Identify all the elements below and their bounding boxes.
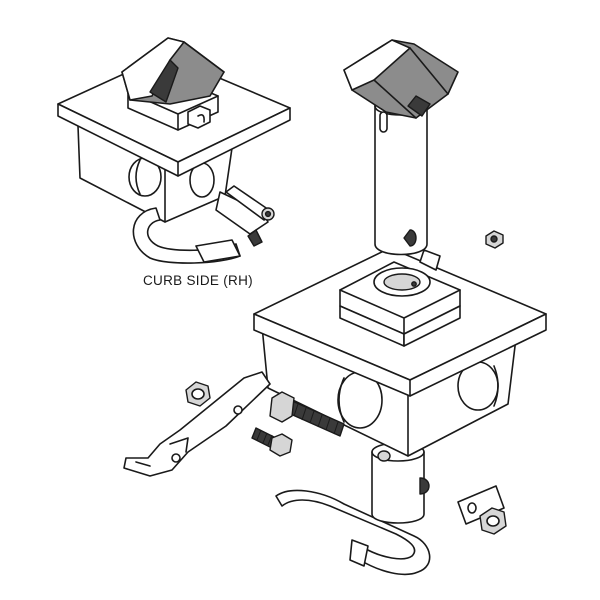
curb-side-assembly — [57, 37, 291, 264]
linkage-bracket — [123, 371, 271, 477]
main-assembly — [253, 39, 547, 576]
long-bolt — [269, 391, 345, 437]
main-post — [374, 87, 428, 256]
hex-nut-left — [185, 381, 211, 407]
main-lower-post — [371, 451, 425, 524]
hardware — [123, 230, 507, 535]
curb-side-caption: CURB SIDE (RH) — [143, 273, 253, 288]
main-post-slot — [379, 111, 388, 133]
hex-nut-right — [479, 507, 507, 535]
short-bolt — [251, 427, 293, 457]
lock-plate — [457, 485, 505, 525]
small-nut-upper — [485, 230, 504, 249]
